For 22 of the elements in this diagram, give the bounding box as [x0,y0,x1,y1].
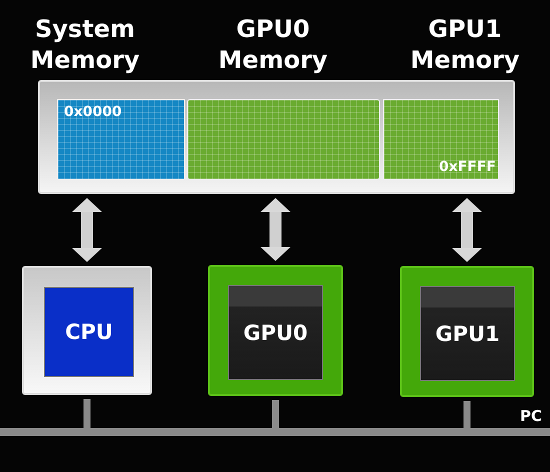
memory-segment [57,99,185,180]
memory-segment [383,99,499,180]
memory-heading: GPU0 Memory [217,14,329,76]
address-label: 0x0000 [64,104,122,120]
memory-heading: GPU1 Memory [409,14,521,76]
chip-label: GPU1 [435,322,500,346]
chip-label: GPU0 [243,320,308,344]
memory-heading: System Memory [29,14,141,76]
cpu-package [22,266,152,395]
bus-connector [84,399,90,428]
memory-segment [187,99,380,180]
chip-label: CPU [65,320,113,344]
bus-connector [464,401,470,428]
gpu-board [400,266,534,397]
double-arrow [72,198,102,262]
gpu-board [208,265,343,396]
double-arrow [260,198,290,261]
memory-bar [38,80,515,194]
bus-connector [272,400,279,428]
double-arrow [452,198,482,262]
address-label: 0xFFFF [438,159,496,175]
bus-label: PC [520,407,544,425]
